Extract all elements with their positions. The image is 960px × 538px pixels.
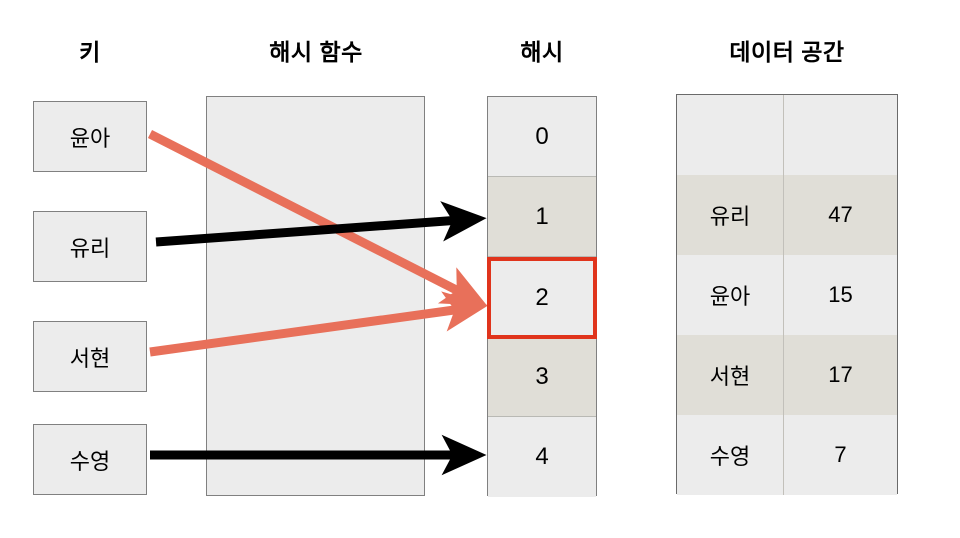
data-cell-name: 서현 (677, 335, 784, 415)
data-cell-value: 15 (828, 282, 853, 307)
data-cell-name (677, 95, 784, 175)
hash-slot-1: 1 (488, 177, 596, 257)
key-label: 수영 (69, 448, 111, 474)
key-box-sooyoung: 수영 (33, 424, 147, 495)
column-title-data-space: 데이터 공간 (729, 39, 845, 65)
table-row: 서현 17 (677, 335, 897, 416)
column-title-keys: 키 (79, 39, 101, 65)
table-row: 유리 47 (677, 175, 897, 256)
hash-slot-3: 3 (488, 337, 596, 417)
hash-slot-label: 3 (535, 362, 549, 390)
key-label: 윤아 (69, 125, 111, 151)
data-cell-value: 7 (834, 442, 847, 467)
hash-slot-label: 4 (535, 443, 549, 470)
data-cell-name: 유리 (677, 175, 784, 255)
hash-slot-label: 1 (535, 202, 549, 230)
hash-slot-2-highlighted: 2 (487, 257, 597, 339)
hash-slot-0: 0 (488, 97, 596, 177)
data-cell-name: 윤아 (677, 255, 784, 335)
key-box-yoona: 윤아 (33, 101, 147, 172)
hash-function-block (206, 96, 425, 496)
table-row (677, 95, 897, 176)
key-label: 유리 (69, 235, 111, 261)
key-box-yuri: 유리 (33, 211, 147, 282)
table-row: 윤아 15 (677, 255, 897, 336)
table-row: 수영 7 (677, 415, 897, 495)
data-space-table: 유리 47 윤아 15 서현 17 수영 7 (676, 94, 898, 495)
hash-slot-column: 0 1 2 3 4 (487, 96, 597, 497)
data-cell-value: 47 (828, 202, 853, 227)
column-title-hash-function: 해시 함수 (269, 39, 363, 65)
data-cell-value: 17 (828, 362, 853, 387)
key-box-seohyun: 서현 (33, 321, 147, 392)
key-label: 서현 (69, 345, 111, 371)
hash-slot-label: 2 (535, 284, 549, 311)
hash-slot-4: 4 (488, 417, 596, 497)
column-title-hash: 해시 (520, 39, 564, 65)
data-cell-value (784, 95, 897, 175)
hash-slot-label: 0 (535, 122, 549, 150)
data-cell-name: 수영 (677, 415, 784, 495)
